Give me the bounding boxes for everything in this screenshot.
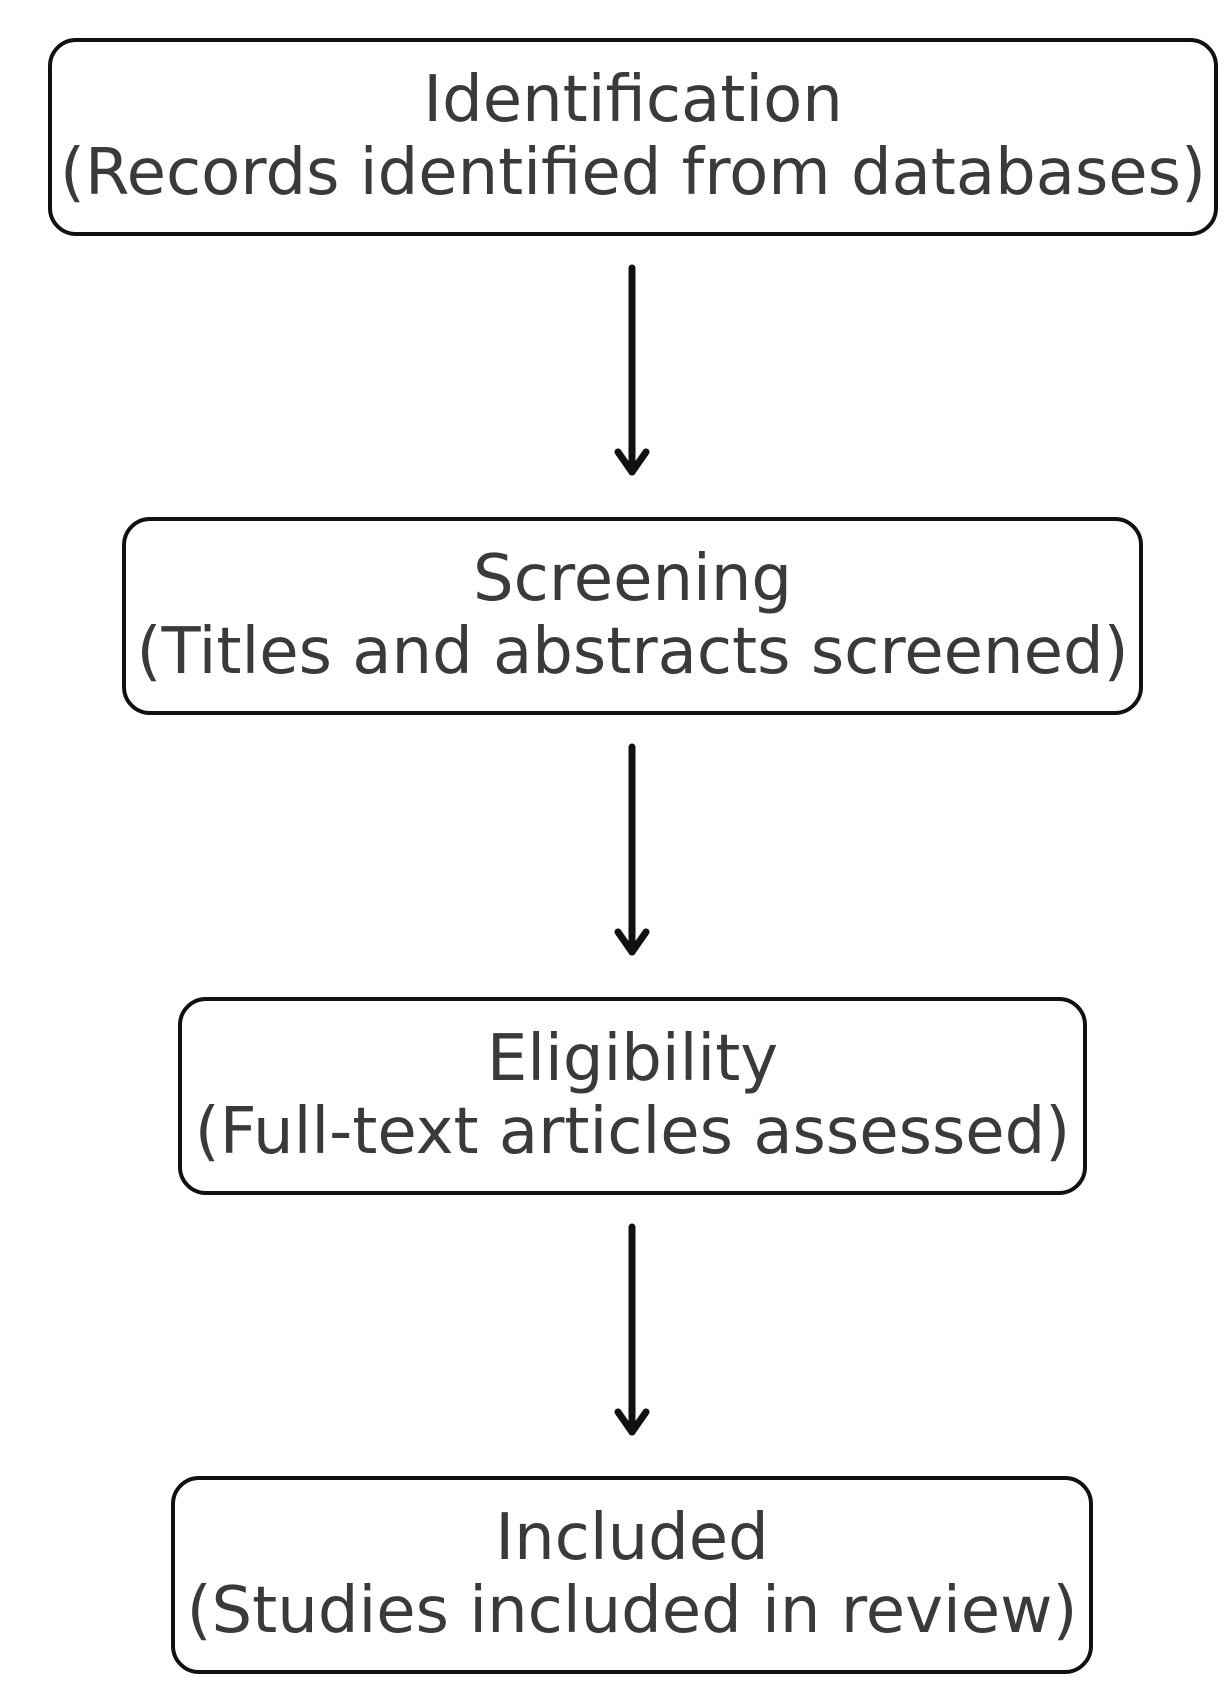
stage-box-included: Included (Studies included in review) [171,1476,1093,1674]
stage-box-screening: Screening (Titles and abstracts screened… [122,517,1143,715]
stage-box-identification: Identification (Records identified from … [48,38,1218,236]
stage-subtitle: (Titles and abstracts screened) [136,615,1129,689]
stage-title: Identification [423,63,843,137]
stage-box-eligibility: Eligibility (Full-text articles assessed… [178,997,1087,1195]
stage-title: Screening [473,542,792,616]
arrow-identification-to-screening [614,264,650,476]
stage-subtitle: (Full-text articles assessed) [194,1095,1071,1169]
stage-title: Included [495,1501,769,1575]
arrow-screening-to-eligibility [614,743,650,956]
arrow-eligibility-to-included [614,1223,650,1436]
stage-title: Eligibility [486,1022,779,1096]
stage-subtitle: (Studies included in review) [186,1574,1078,1648]
stage-subtitle: (Records identified from databases) [60,136,1206,210]
